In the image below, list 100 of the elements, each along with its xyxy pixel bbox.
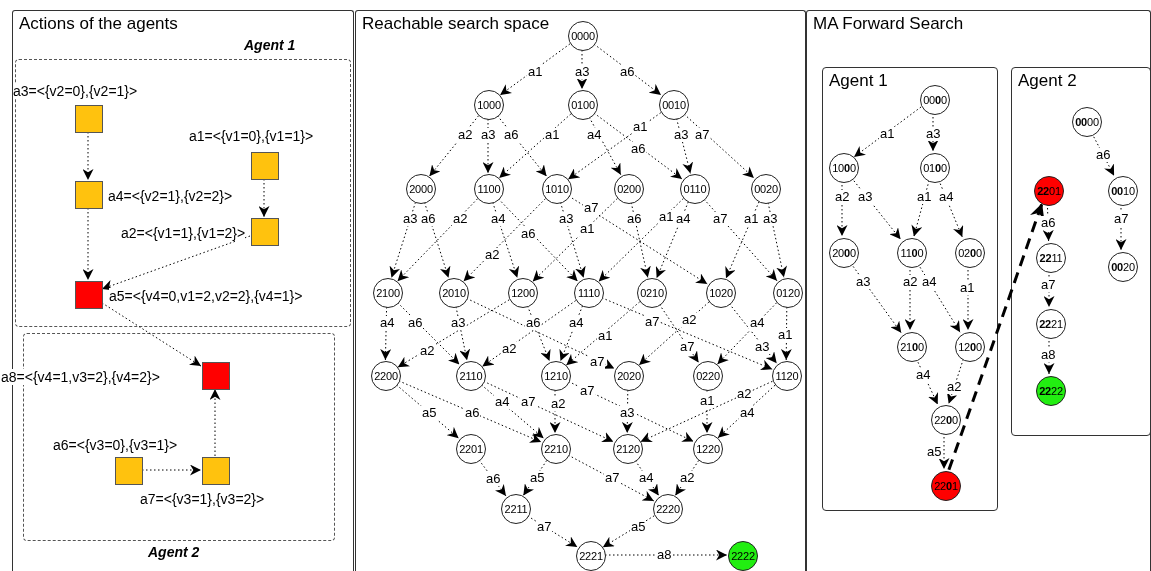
edge-label: a7 [712,212,729,226]
edge-label: a2 [834,190,851,204]
edge-label: a6 [630,142,647,156]
edge-label: a2 [681,313,698,327]
edge-label: a2 [452,212,469,226]
edge-label: a7 [679,340,696,354]
state-node: 1200 [508,278,538,308]
edge-label: a1 [699,394,716,408]
state-node: 2220 [653,494,683,524]
state-node: 2110 [456,361,486,391]
action-square [115,457,143,485]
edge-label: a7 [579,384,596,398]
dotted-arrow [598,198,684,282]
edge-label: a5 [630,520,647,534]
action-square [251,218,279,246]
action-label: a4=<{v2=1},{v2=2}> [108,188,233,204]
state-node: 0210 [637,278,667,308]
edge-label: a4 [739,406,756,420]
edge-label: a4 [938,190,955,204]
state-node: 1000 [829,153,859,183]
dotted-arrow [82,207,94,281]
edge-label: a3 [855,275,872,289]
edge-label: a2 [736,387,753,401]
edge-label: a7 [589,355,606,369]
edge-label: a7 [604,471,621,485]
edge-label: a1 [879,127,896,141]
action-label: a5=<{v4=0,v1=2,v2=2},{v4=1}> [109,288,303,304]
dotted-arrow [602,515,655,548]
dotted-arrow [576,49,588,90]
state-node: 2222 [1036,376,1066,406]
edge-label: a3 [480,128,497,142]
state-node: 2210 [541,434,571,464]
dotted-arrow [638,301,710,366]
edge-label: a1 [743,212,760,226]
edge-label: a4 [586,128,603,142]
edge-label: a7 [1040,278,1057,292]
edge-label: a1 [544,128,561,142]
state-node: 2000 [406,174,436,204]
dotted-arrow [532,198,618,282]
edge-label: a6 [464,406,481,420]
edge-label: a3 [619,406,636,420]
edge-label: a3 [558,212,575,226]
dashed-arrow [947,202,1045,471]
state-node: 2201 [931,471,961,501]
state-node: 1100 [897,238,927,268]
dotted-arrow [478,459,507,497]
edge-label: a6 [619,65,636,79]
edge-label: a2 [501,342,518,356]
edge-label: a3 [857,190,874,204]
edge-label: a7 [536,520,553,534]
edge-label: a1 [597,329,614,343]
edge-label: a6 [626,212,643,226]
edge-label: a5 [529,471,546,485]
edge-label: a2 [457,128,474,142]
dotted-arrow [717,384,776,439]
state-node: 2201 [456,434,486,464]
edge-label: a2 [679,471,696,485]
state-node: 1000 [474,90,504,120]
state-node: 0010 [1108,176,1138,206]
state-node: 2100 [373,278,403,308]
agent-title: Agent 2 [1018,71,1077,91]
edge-label: a5 [421,406,438,420]
dotted-arrow [397,198,478,282]
state-node: 0200 [955,238,985,268]
state-node: 1220 [693,434,723,464]
state-node: 2200 [931,405,961,435]
dotted-arrow [655,201,689,279]
action-label: a6=<{v3=0},{v3=1}> [53,437,178,453]
edge-label: a8 [656,548,673,562]
edge-label: a3 [754,340,771,354]
action-square [251,152,279,180]
edge-label: a3 [925,127,942,141]
state-node: 0000 [568,21,598,51]
action-label: a7=<{v3=1},{v3=2}> [140,491,265,507]
dotted-arrow [701,389,713,434]
state-node: 0020 [1108,252,1138,282]
agent-title: Agent 1 [829,71,888,91]
dotted-arrow [604,549,728,561]
edge-label: a4 [915,368,932,382]
edge-label: a2 [946,380,963,394]
edge-label: a3 [673,128,690,142]
edge-label: a3 [762,212,779,226]
dotted-arrow [397,302,460,365]
state-node: 1200 [955,332,985,362]
edge-label: a4 [568,316,585,330]
state-node: 1020 [706,278,736,308]
edge-label: a2 [484,248,501,262]
edge-label: a2 [902,275,919,289]
dotted-arrow [428,115,480,177]
edge-label: a7 [644,315,661,329]
panel-title: MA Forward Search [813,14,964,34]
edge-label: a6 [503,128,520,142]
dotted-arrow [482,118,494,174]
dotted-arrow [565,301,641,366]
dotted-arrow [258,178,270,218]
panel-title: Actions of the agents [19,14,178,34]
state-node: 2200 [371,361,401,391]
state-node: 0010 [659,90,689,120]
edge-label: a4 [921,275,938,289]
dotted-arrow [725,201,760,279]
